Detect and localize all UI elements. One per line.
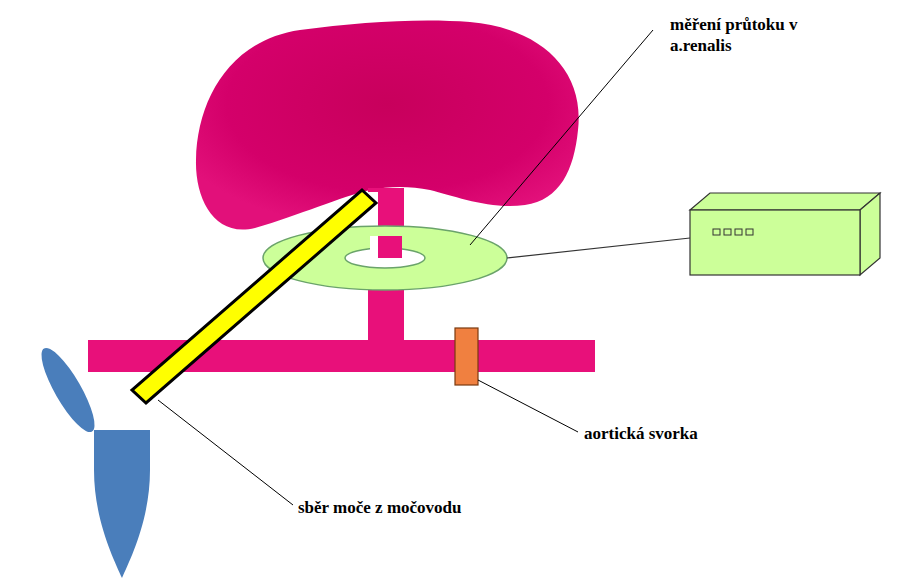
collection-tube [94, 430, 150, 578]
callout-label: sběr moče z močovodu [298, 497, 558, 518]
indicator [746, 229, 753, 235]
indicator [713, 229, 720, 235]
aortic-clamp [455, 328, 478, 385]
flowmeter-front [690, 210, 860, 275]
ureter-catheter [132, 190, 376, 403]
renal-artery-in-probe [370, 236, 402, 258]
renal-artery-highlight [370, 236, 378, 258]
probe-cable [507, 238, 690, 258]
indicator [735, 229, 742, 235]
callout-label: měření průtoku v a.renalis [670, 14, 840, 57]
flowmeter-side [860, 193, 880, 275]
leader-line [158, 400, 293, 505]
flowmeter-top [690, 193, 880, 210]
callout-label: aortická svorka [584, 423, 784, 444]
indicator [724, 229, 731, 235]
leader-line [478, 380, 578, 432]
leader-line [470, 30, 653, 245]
tube-lid [33, 342, 104, 438]
